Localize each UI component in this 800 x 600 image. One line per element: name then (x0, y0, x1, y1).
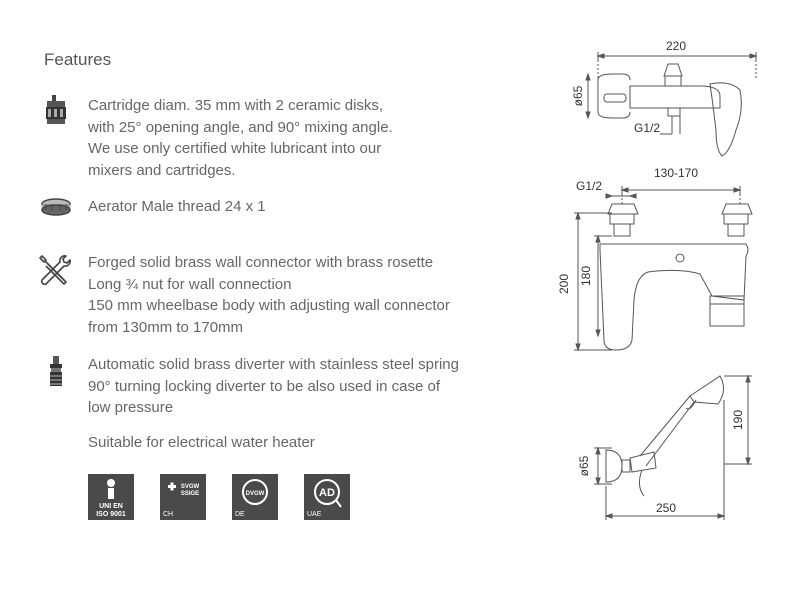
suitable-note: Suitable for electrical water heater (88, 434, 315, 451)
feature-line: 150 mm wheelbase body with adjusting wal… (88, 297, 450, 314)
feature-line: 90° turning locking diverter to be also … (88, 377, 441, 395)
dim-shower-height: 190 (731, 410, 745, 430)
cartridge-icon (46, 95, 66, 124)
feature-diverter: Automatic solid brass diverter with stai… (34, 354, 494, 424)
ad-logo-icon: AD (314, 479, 342, 508)
cert-ch: SVGW SSIGE CH (160, 474, 206, 520)
feature-line: We use only certified white lubricant in… (88, 140, 382, 157)
feature-line: with 25° opening angle, and 90° mixing a… (88, 118, 393, 136)
dim-front-thread: G1/2 (576, 179, 602, 193)
top-view-drawing (585, 52, 758, 157)
cert-uae: AD UAE (304, 474, 350, 520)
feature-line: Automatic solid brass diverter with stai… (88, 356, 459, 373)
feature-wall-connector: Forged solid brass wall connector with b… (34, 252, 494, 342)
diverter-icon (50, 356, 62, 386)
front-view-drawing (574, 186, 753, 352)
iso-logo-icon: UNI EN ISO 9001 (96, 479, 126, 518)
dim-top-diam: ø65 (571, 85, 585, 106)
dim-top-width: 220 (666, 39, 686, 53)
cert-logo-text: SSIGE (181, 491, 199, 497)
cert-label: CH (163, 511, 174, 518)
aerator-icon (41, 198, 71, 216)
feature-aerator: Aerator Male thread 24 x 1 (34, 196, 494, 226)
shower-set-drawing (594, 374, 752, 520)
dim-top-thread: G1/2 (634, 121, 660, 135)
feature-line: low pressure (88, 399, 174, 416)
page-title: Features (44, 50, 112, 69)
dim-front-total-height: 200 (557, 274, 571, 294)
dim-front-body-height: 180 (579, 266, 593, 286)
dim-front-range: 130-170 (654, 166, 698, 180)
cert-label: DE (235, 511, 245, 518)
feature-cartridge: Cartridge diam. 35 mm with 2 ceramic dis… (34, 95, 494, 185)
cert-logo-text: UNI EN (99, 503, 123, 510)
svgw-logo-icon: SVGW SSIGE (168, 482, 200, 497)
cert-de: DVGW DE (232, 474, 278, 520)
cert-iso-9001: UNI EN ISO 9001 (88, 474, 134, 520)
feature-line: mixers and cartridges. (88, 161, 236, 179)
feature-line: Aerator Male thread 24 x 1 (88, 198, 266, 215)
feature-line: Forged solid brass wall connector with b… (88, 254, 434, 271)
cert-logo-text: SVGW (181, 484, 200, 490)
feature-line: from 130mm to 170mm (88, 318, 244, 336)
dim-shower-width: 250 (656, 501, 676, 515)
dim-shower-diam: ø65 (577, 455, 591, 476)
cert-logo-text: ISO 9001 (96, 511, 126, 518)
wrench-screwdriver-icon (39, 255, 71, 286)
cert-label: UAE (307, 511, 322, 518)
feature-line: Cartridge diam. 35 mm with 2 ceramic dis… (88, 97, 384, 114)
feature-line: Long ¾ nut for wall connection (88, 275, 292, 293)
cert-logo-text: DVGW (246, 491, 265, 497)
cert-logo-text: AD (319, 487, 335, 499)
dvgw-logo-icon: DVGW (242, 479, 268, 505)
